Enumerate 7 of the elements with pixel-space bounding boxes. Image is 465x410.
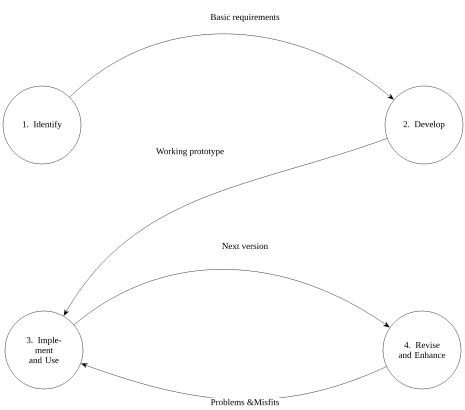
arrow <box>70 34 394 100</box>
edge-label: Basic requirements <box>209 13 281 23</box>
arrow <box>64 138 388 316</box>
edge-label: Next version <box>220 242 270 250</box>
edge-label: Working prototype <box>155 146 225 158</box>
arrow <box>74 269 390 328</box>
edge-label: Problems &Misfits <box>210 398 280 406</box>
